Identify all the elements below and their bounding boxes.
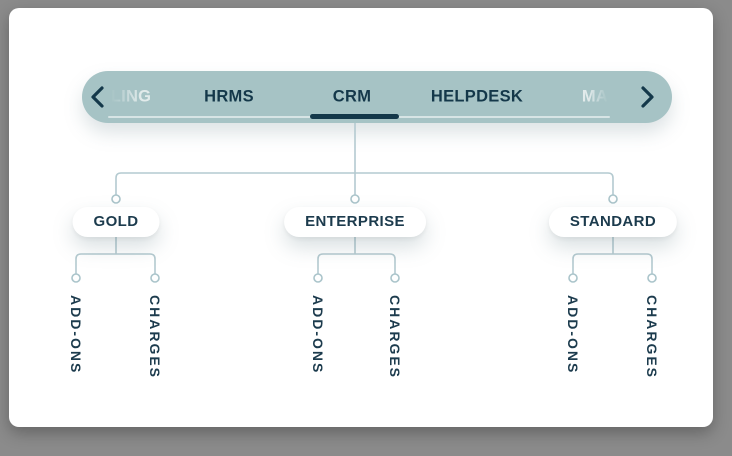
leaf-standard-addons[interactable]: ADD-ONS (565, 295, 581, 375)
tab-marketing[interactable]: MA (581, 87, 609, 106)
plan-node-gold[interactable]: GOLD (72, 207, 160, 237)
tab-crm[interactable]: CRM (332, 87, 372, 106)
tabs-carousel: LING HRMS CRM HELPDESK MA (82, 71, 672, 123)
leaf-enterprise-charges[interactable]: CHARGES (387, 295, 403, 380)
active-tab-underline (310, 114, 399, 119)
plan-node-enterprise[interactable]: ENTERPRISE (284, 207, 426, 237)
leaf-standard-charges[interactable]: CHARGES (644, 295, 660, 380)
diagram-card: LING HRMS CRM HELPDESK MA (9, 8, 713, 427)
tree-connector-lines (71, 123, 657, 283)
tab-billing[interactable]: LING (110, 87, 152, 106)
leaf-enterprise-addons[interactable]: ADD-ONS (310, 295, 326, 375)
leaf-gold-charges[interactable]: CHARGES (147, 295, 163, 380)
chevron-right-icon[interactable] (635, 84, 659, 110)
leaf-gold-addons[interactable]: ADD-ONS (68, 295, 84, 375)
chevron-left-icon[interactable] (85, 84, 109, 110)
tab-helpdesk[interactable]: HELPDESK (430, 87, 524, 106)
plan-node-standard[interactable]: STANDARD (548, 207, 678, 237)
tab-hrms[interactable]: HRMS (204, 87, 254, 106)
